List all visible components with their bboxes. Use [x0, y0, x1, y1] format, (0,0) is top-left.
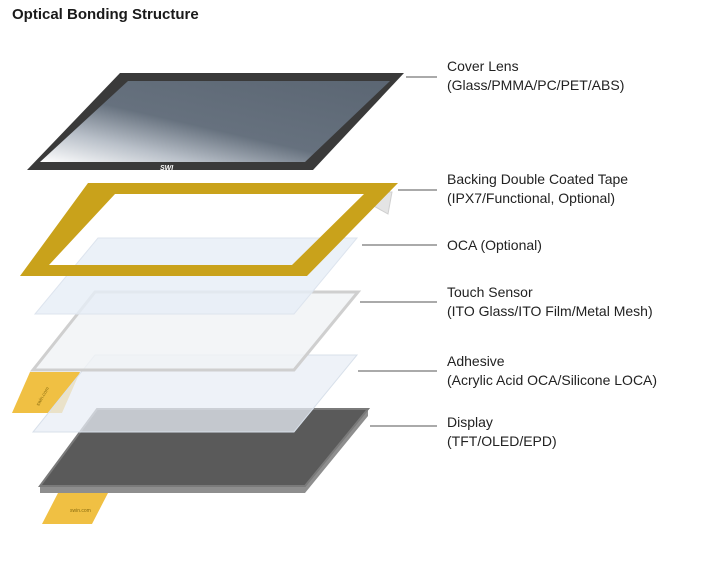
label-touch-sensor: Touch Sensor (ITO Glass/ITO Film/Metal M…: [447, 283, 653, 321]
label-cover-lens-detail: (Glass/PMMA/PC/PET/ABS): [447, 77, 625, 93]
display-flex-text: swin.com: [70, 508, 91, 514]
tape-layer: [20, 183, 398, 276]
label-adhesive-detail: (Acrylic Acid OCA/Silicone LOCA): [447, 372, 658, 388]
label-adhesive-name: Adhesive: [447, 353, 505, 369]
label-display: Display (TFT/OLED/EPD): [447, 413, 557, 451]
label-tape-name: Backing Double Coated Tape: [447, 171, 629, 187]
diagram-title: Optical Bonding Structure: [12, 6, 199, 23]
label-display-name: Display: [447, 414, 493, 430]
label-display-detail: (TFT/OLED/EPD): [447, 433, 557, 449]
label-oca-name: OCA (Optional): [447, 237, 542, 253]
leader-lines: [358, 76, 437, 427]
label-adhesive: Adhesive (Acrylic Acid OCA/Silicone LOCA…: [447, 352, 657, 390]
label-cover-lens-name: Cover Lens: [447, 58, 519, 74]
cover-brand-mark: SWI: [160, 165, 174, 172]
label-cover-lens: Cover Lens (Glass/PMMA/PC/PET/ABS): [447, 57, 624, 95]
label-touch-sensor-detail: (ITO Glass/ITO Film/Metal Mesh): [447, 303, 653, 319]
label-oca: OCA (Optional): [447, 236, 542, 255]
display-flex-cable: swin.com: [42, 493, 108, 524]
cover-lens-layer: SWI: [27, 73, 404, 172]
label-touch-sensor-name: Touch Sensor: [447, 284, 533, 300]
label-tape: Backing Double Coated Tape (IPX7/Functio…: [447, 170, 628, 208]
label-tape-detail: (IPX7/Functional, Optional): [447, 190, 616, 206]
